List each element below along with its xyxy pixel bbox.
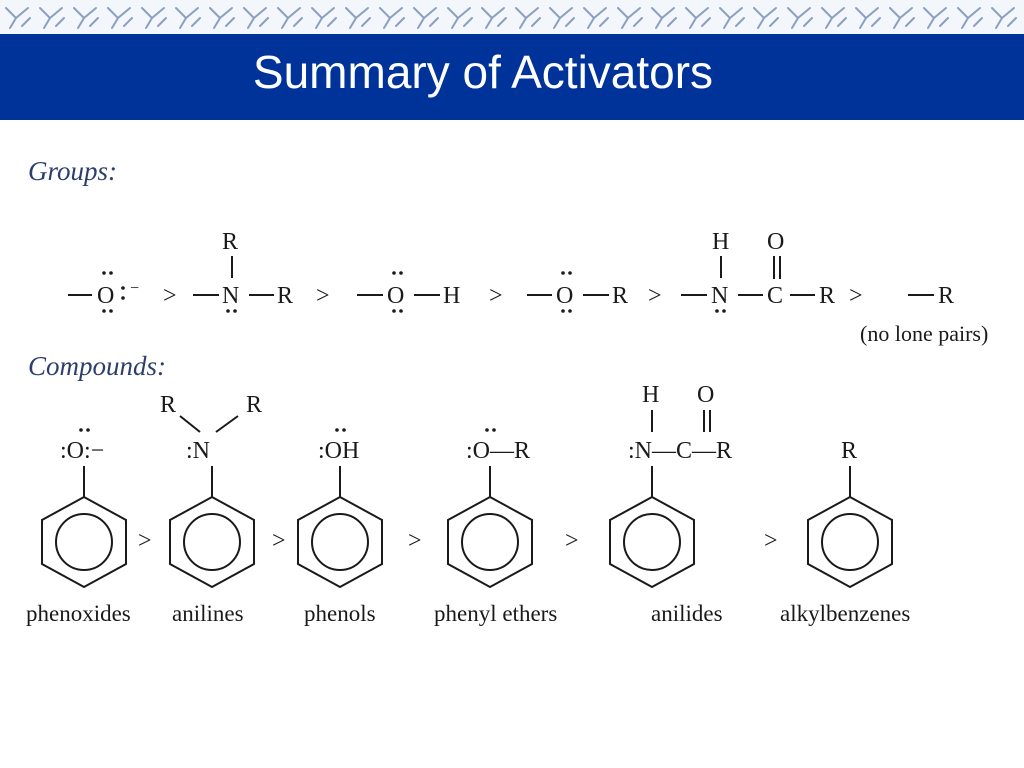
- greater-than: >: [163, 283, 177, 309]
- atom-H: H: [443, 283, 460, 309]
- atom-C: C: [767, 283, 783, 309]
- ring-phenoxide: [41, 495, 127, 589]
- ring-anilide: [609, 495, 695, 589]
- atom-R: R: [612, 283, 628, 309]
- group-ether: O R: [527, 271, 628, 313]
- substituent-alkyl: R: [841, 438, 857, 464]
- groups-label: Groups:: [28, 156, 118, 186]
- group-phenoxide: O −: [68, 271, 139, 313]
- ring-alkylbenzene: [807, 495, 893, 589]
- compound-name-phenyl-ethers: phenyl ethers: [434, 601, 558, 626]
- substituent-phenol: :OH: [318, 438, 359, 464]
- atom-R: R: [160, 392, 176, 418]
- atom-R: R: [222, 229, 238, 255]
- ring-ether: [447, 495, 533, 589]
- ring-aniline: [169, 495, 255, 589]
- substituent-phenoxide: :O:−: [60, 438, 104, 464]
- anilide-substituent: :N—C—R H O: [628, 382, 732, 464]
- greater-than: >: [489, 283, 503, 309]
- compounds-label: Compounds:: [28, 351, 167, 381]
- no-lone-pairs-note: (no lone pairs): [860, 321, 988, 346]
- substituent-anilide: :N—C—R: [628, 438, 732, 464]
- group-amide: N H C O R: [681, 229, 835, 313]
- greater-than: >: [648, 283, 662, 309]
- group-hydroxyl: O H: [357, 271, 460, 313]
- compound-name-phenols: phenols: [304, 601, 376, 626]
- atom-H: H: [642, 382, 659, 408]
- substituent-aniline-N: :N: [186, 438, 210, 464]
- atom-R: R: [938, 283, 954, 309]
- charge-minus: −: [130, 280, 139, 297]
- slide-title: Summary of Activators: [252, 46, 714, 98]
- atom-R: R: [277, 283, 293, 309]
- atom-O: O: [556, 283, 573, 309]
- atom-N: N: [711, 283, 728, 309]
- title-band: [0, 34, 1024, 120]
- atom-O: O: [387, 283, 404, 309]
- atom-O: O: [697, 382, 714, 408]
- benzene-rings: [41, 495, 893, 589]
- compound-name-phenoxides: phenoxides: [26, 601, 131, 626]
- substituent-bonds: [83, 466, 851, 497]
- decorative-border: [0, 0, 1024, 34]
- greater-than: >: [764, 528, 778, 554]
- compound-name-anilides: anilides: [651, 601, 723, 626]
- aniline-substituent: :N R R: [160, 392, 262, 464]
- atom-H: H: [712, 229, 729, 255]
- ring-phenol: [297, 495, 383, 589]
- greater-than: >: [138, 528, 152, 554]
- greater-than: >: [565, 528, 579, 554]
- group-amine: N R R: [193, 229, 293, 313]
- atom-O: O: [767, 229, 784, 255]
- greater-than: >: [849, 283, 863, 309]
- group-alkyl: R: [908, 283, 954, 309]
- atom-O: O: [97, 283, 114, 309]
- compound-name-anilines: anilines: [172, 601, 244, 626]
- atom-R: R: [819, 283, 835, 309]
- greater-than: >: [316, 283, 330, 309]
- atom-R: R: [246, 392, 262, 418]
- compound-name-alkylbenzenes: alkylbenzenes: [780, 601, 911, 626]
- greater-than: >: [272, 528, 286, 554]
- border-pattern: [5, 7, 1017, 29]
- substituent-ether: :O—R: [466, 438, 530, 464]
- atom-N: N: [222, 283, 239, 309]
- greater-than: >: [408, 528, 422, 554]
